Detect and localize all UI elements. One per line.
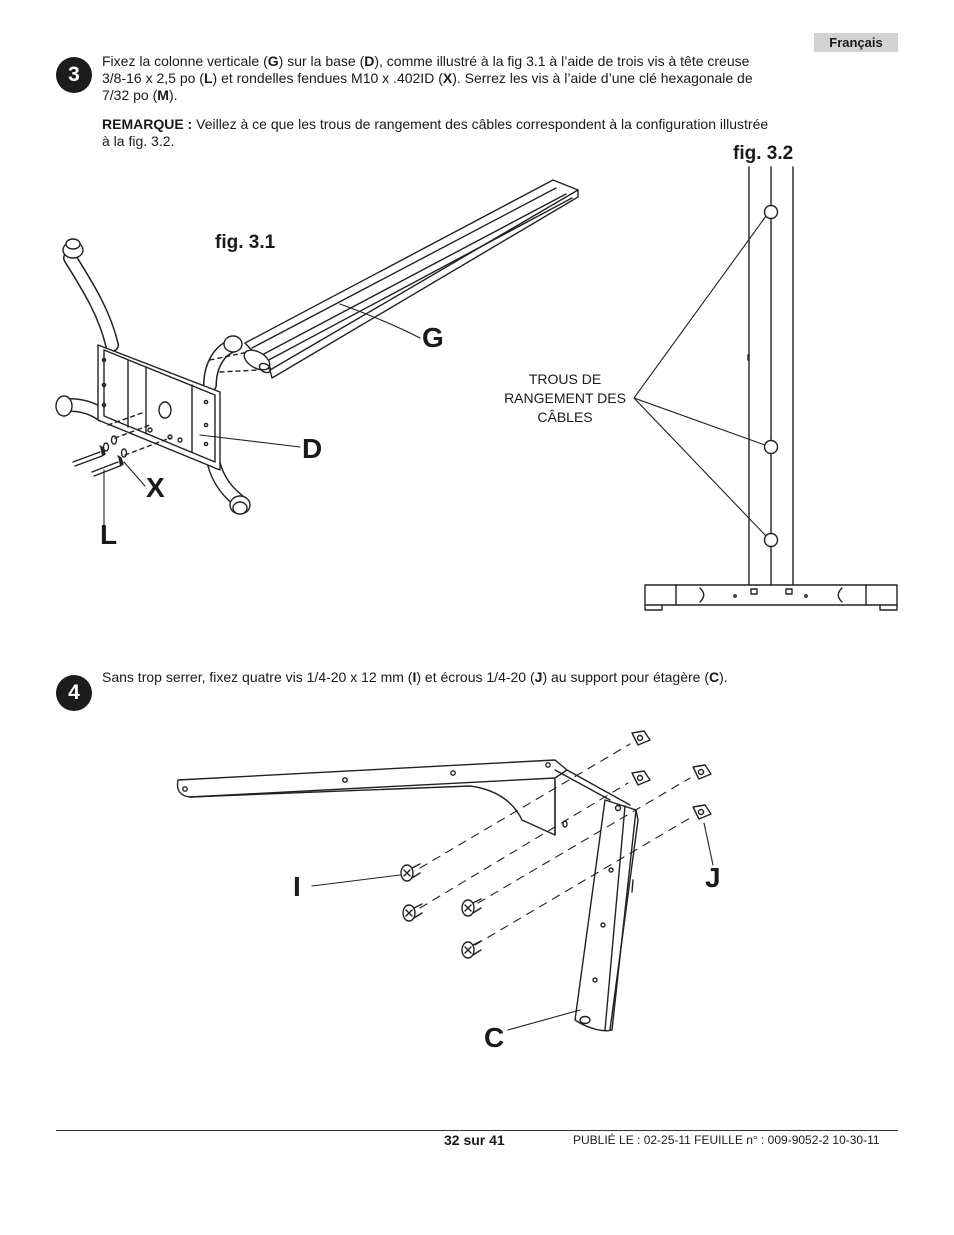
screws-l-drawing — [72, 435, 128, 477]
step-3-badge: 3 — [56, 57, 92, 93]
base-d-drawing — [55, 238, 251, 515]
note-label: REMARQUE : — [102, 116, 193, 132]
step-4-leader-lines — [311, 822, 714, 1031]
cable-holes-label: TROUS DE RANGEMENT DES CÂBLES — [504, 371, 626, 425]
page-number: 32 sur 41 — [444, 1132, 505, 1148]
fig-3-2-title: fig. 3.2 — [733, 143, 794, 164]
fig-3-1-assembly-lines — [107, 351, 259, 456]
callout-l: L — [100, 519, 118, 550]
step-3-note: REMARQUE : Veillez à ce que les trous de… — [102, 116, 862, 150]
callout-x: X — [146, 472, 165, 503]
fig-3-1-leader-lines — [103, 303, 421, 527]
callout-g: G — [422, 322, 444, 353]
callout-d: D — [302, 433, 323, 464]
footer-rule — [56, 1130, 898, 1131]
note-line-1: Veillez à ce que les trous de rangement … — [192, 116, 769, 132]
fig-3-2-leader-lines — [633, 215, 767, 537]
step-3-line-1: Fixez la colonne verticale (G) sur la ba… — [102, 53, 750, 69]
nuts-j-drawing — [631, 730, 712, 820]
step-4-badge: 4 — [56, 675, 92, 711]
vertical-column-g-drawing — [243, 179, 579, 379]
screws-i-drawing — [400, 863, 482, 959]
step-3-line-2: 3/8-16 x 2,5 po (L) et rondelles fendues… — [102, 70, 753, 86]
publication-info: PUBLIÉ LE : 02-25-11 FEUILLE n° : 009-90… — [573, 1133, 880, 1147]
note-line-2: à la fig. 3.2. — [102, 133, 175, 149]
step-4-instructions: Sans trop serrer, fixez quatre vis 1/4-2… — [102, 669, 728, 685]
cable-column-base — [644, 584, 898, 611]
cable-column-drawing — [745, 166, 794, 589]
callout-c: C — [484, 1022, 505, 1053]
fig-3-1-title: fig. 3.1 — [215, 232, 276, 253]
callout-i: I — [293, 871, 301, 902]
shelf-bracket-c-drawing — [176, 759, 639, 1032]
step-3-line-3: 7/32 po (M). — [102, 87, 178, 103]
callout-j: J — [705, 862, 721, 893]
step-3-instructions: Fixez la colonne verticale (G) sur la ba… — [102, 53, 862, 104]
language-tab: Français — [814, 33, 898, 52]
step-4-assembly-lines — [419, 743, 691, 946]
